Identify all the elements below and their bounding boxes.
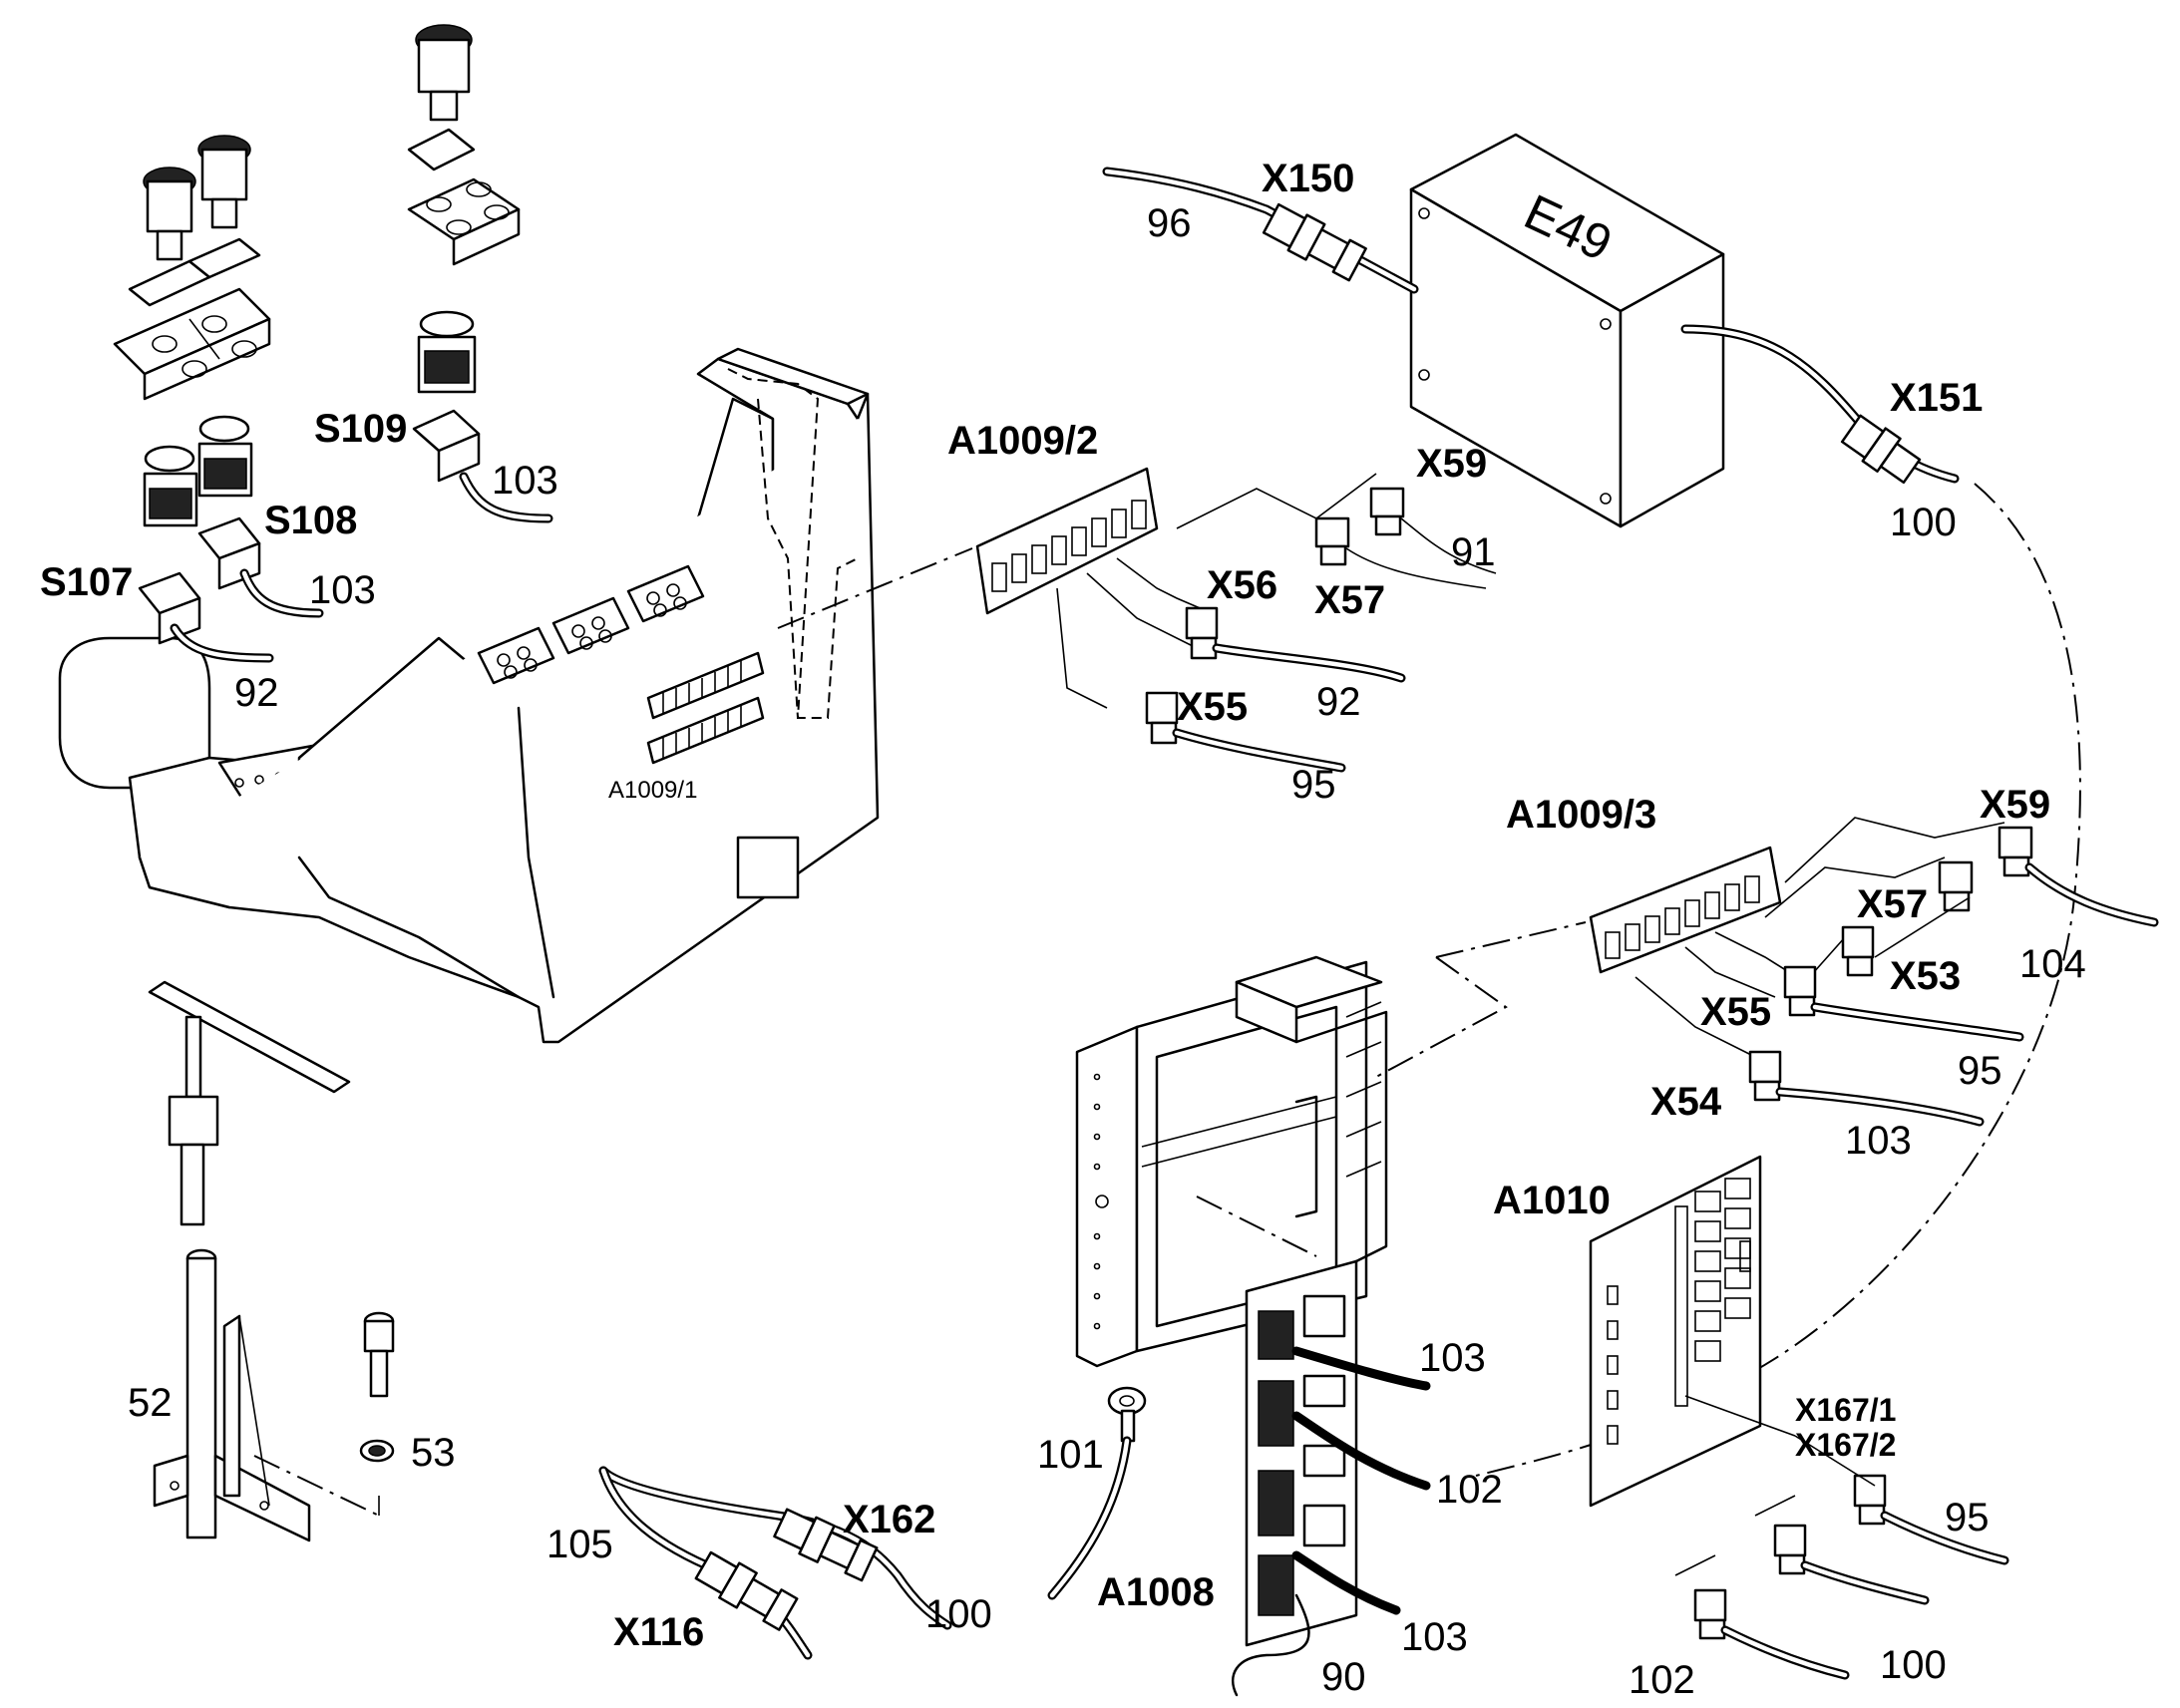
label-102-x167: 102 <box>1629 1658 1695 1702</box>
label-92-s107: 92 <box>234 671 279 715</box>
bracket-guide-line <box>253 1455 380 1517</box>
screw-53 <box>359 1311 395 1463</box>
label-s108: S108 <box>264 499 357 542</box>
label-x162: X162 <box>843 1498 935 1541</box>
label-95-x55-right: 95 <box>1958 1049 2002 1093</box>
label-96: 96 <box>1147 201 1192 245</box>
connector-x53 <box>1841 925 1875 977</box>
label-100-x162: 100 <box>925 1592 992 1636</box>
connector-x167-1 <box>1794 1435 2009 1565</box>
label-103-a1008-bottom: 103 <box>1401 1615 1468 1659</box>
label-100-x167: 100 <box>1880 1643 1947 1687</box>
console-switch-panel <box>477 564 705 685</box>
label-x53: X53 <box>1890 954 1961 998</box>
label-x116: X116 <box>613 1610 704 1654</box>
label-x54: X54 <box>1650 1080 1722 1124</box>
label-x167-1: X167/1 <box>1795 1392 1896 1428</box>
connector-x167-3 <box>1674 1554 1850 1680</box>
a1008-circuit-card <box>1232 1259 1431 1697</box>
a1009-3-guide-line-2 <box>1375 956 1508 1078</box>
switch-stack-left <box>113 135 324 663</box>
label-103-s108: 103 <box>309 568 376 612</box>
label-a1010: A1010 <box>1493 1179 1611 1222</box>
label-s107: S107 <box>40 560 133 604</box>
harness-x162-x116 <box>598 1466 952 1660</box>
label-a1009-3: A1009/3 <box>1506 793 1656 837</box>
a1009-1-terminal-strips <box>646 651 765 765</box>
e49-junction-box: E49 <box>1409 133 1725 528</box>
label-x59-top: X59 <box>1416 442 1487 486</box>
label-x167-2: X167/2 <box>1795 1427 1896 1463</box>
control-console: A1009/1 <box>58 347 880 1044</box>
label-101: 101 <box>1037 1433 1104 1477</box>
x151-cable <box>1680 324 1960 485</box>
connector-x55-right <box>1783 965 2024 1042</box>
label-105: 105 <box>546 1523 613 1566</box>
x151-route-line <box>1475 483 2081 1477</box>
connector-x59-top <box>1369 487 1497 574</box>
mounting-bracket <box>148 980 351 1542</box>
label-x57-right: X57 <box>1857 882 1928 926</box>
a1009-1-label: A1009/1 <box>608 777 697 804</box>
a1009-2-terminal-block <box>975 467 1377 709</box>
label-a1009-2: A1009/2 <box>947 419 1098 463</box>
label-x56: X56 <box>1207 563 1277 607</box>
label-x55-top: X55 <box>1177 685 1248 729</box>
label-95-x167: 95 <box>1945 1496 1990 1539</box>
connector-x59-right <box>1998 826 2159 927</box>
connector-x56 <box>1185 606 1406 683</box>
ground-cable-101 <box>1047 1386 1147 1600</box>
connector-x57-top <box>1314 516 1487 589</box>
connector-x54 <box>1748 1050 1985 1127</box>
label-s109: S109 <box>314 407 407 451</box>
label-x151: X151 <box>1890 376 1983 420</box>
labels: X150 96 X151 100 A1009/2 X59 X57 91 X56 … <box>40 157 2086 1702</box>
card-rack-frame <box>1075 955 1388 1368</box>
label-x55-right: X55 <box>1700 990 1771 1034</box>
label-53: 53 <box>411 1431 456 1475</box>
label-103-s109: 103 <box>492 459 558 503</box>
a1009-2-guide-line <box>777 547 973 629</box>
a1009-3-terminal-block <box>1589 817 2005 1058</box>
rack-guide-line <box>1196 1196 1317 1257</box>
label-95-x55: 95 <box>1291 763 1336 807</box>
label-a1008: A1008 <box>1097 1570 1215 1614</box>
label-100-top: 100 <box>1890 501 1957 544</box>
label-91: 91 <box>1451 530 1496 574</box>
label-104: 104 <box>2019 942 2086 986</box>
label-x59-right: X59 <box>1980 783 2050 827</box>
label-x57-top: X57 <box>1314 578 1385 622</box>
label-92-x56: 92 <box>1316 680 1361 724</box>
label-52: 52 <box>128 1381 173 1425</box>
label-103-a1008-top: 103 <box>1419 1336 1486 1380</box>
switch-s109 <box>407 24 553 523</box>
label-x150: X150 <box>1262 157 1354 200</box>
connector-x55-top <box>1145 691 1346 773</box>
x150-cable <box>1102 167 1419 294</box>
label-103-x54: 103 <box>1845 1119 1912 1163</box>
a1009-3-guide-line <box>1435 921 1587 958</box>
connector-x167-2 <box>1754 1495 1930 1605</box>
connector-x57-right <box>1874 860 1974 958</box>
label-90: 90 <box>1321 1655 1366 1699</box>
a1010-circuit-card <box>1589 1155 1796 1508</box>
label-102-a1008: 102 <box>1436 1468 1503 1512</box>
